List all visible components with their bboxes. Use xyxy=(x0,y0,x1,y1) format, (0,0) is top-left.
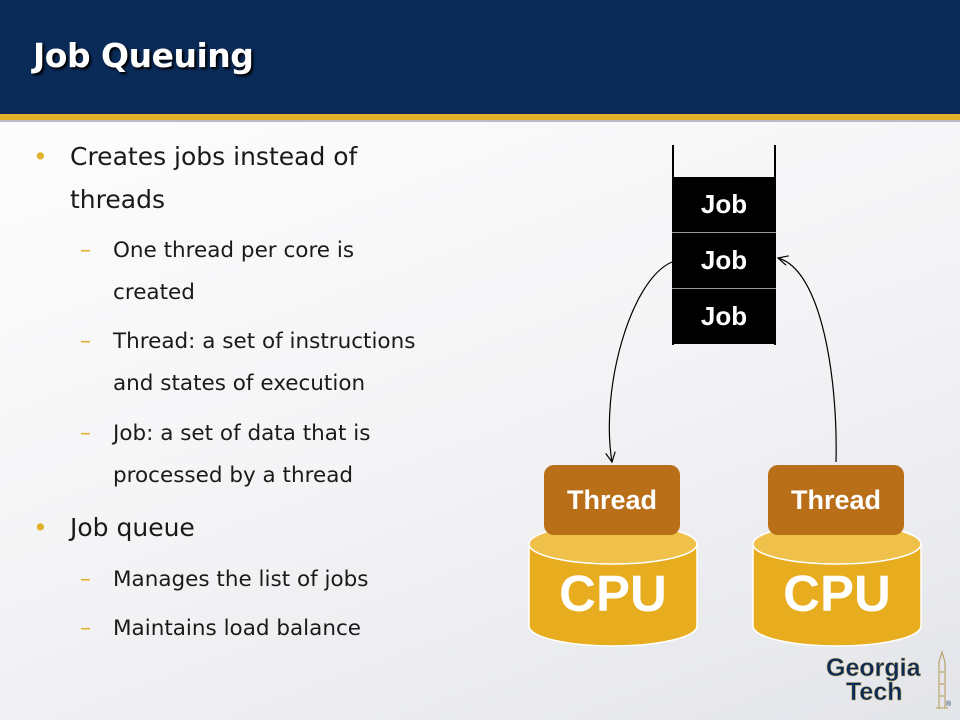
cpu-2: CPU xyxy=(752,520,922,648)
cpu-1-label: CPU xyxy=(559,565,667,622)
bullet-1-line-1: Creates jobs instead of xyxy=(70,142,358,171)
sub-1-2-line-1: Thread: a set of instructions xyxy=(113,329,416,354)
sub-1-3-line-2: processed by a thread xyxy=(113,463,354,488)
sub-1-1-line-1: One thread per core is xyxy=(113,238,355,263)
cpu-2-label: CPU xyxy=(783,565,891,622)
sub-1-2-line-2: and states of execution xyxy=(113,371,366,396)
sub-2-1-line-1: Manages the list of jobs xyxy=(113,567,369,592)
title-bar xyxy=(0,0,960,114)
sub-dash: – xyxy=(80,329,91,354)
thread-1: Thread xyxy=(544,465,680,535)
logo-line-1: Georgia xyxy=(826,654,922,682)
cpu-1: CPU xyxy=(528,520,698,648)
queue-job-1: Job xyxy=(672,177,776,232)
arrow-thread-to-queue xyxy=(778,258,837,463)
logo-line-2: Tech xyxy=(846,678,903,706)
bullet-dot: • xyxy=(33,142,48,171)
grey-rule xyxy=(0,120,960,122)
bullet-dot: • xyxy=(33,513,48,542)
georgia-tech-logo: Georgia Tech ® xyxy=(826,650,952,709)
bullet-1-line-2: threads xyxy=(70,185,165,214)
logo-registered-mark: ® xyxy=(946,700,952,708)
thread-2: Thread xyxy=(768,465,904,535)
sub-dash: – xyxy=(80,238,91,263)
bullet-2-line-1: Job queue xyxy=(70,513,195,542)
gold-rule xyxy=(0,114,960,120)
sub-1-1-line-2: created xyxy=(113,280,195,305)
queue-job-3: Job xyxy=(672,289,776,344)
tower-icon xyxy=(936,650,948,709)
queue-separator xyxy=(672,288,776,289)
queue-separator xyxy=(672,232,776,233)
sub-dash: – xyxy=(80,616,91,641)
queue-job-2: Job xyxy=(672,233,776,288)
slide-title: Job Queuing xyxy=(33,36,254,75)
sub-1-3-line-1: Job: a set of data that is xyxy=(113,421,371,446)
sub-dash: – xyxy=(80,567,91,592)
sub-dash: – xyxy=(80,421,91,446)
arrow-job-to-thread xyxy=(609,261,673,462)
sub-2-2-line-1: Maintains load balance xyxy=(113,616,361,641)
